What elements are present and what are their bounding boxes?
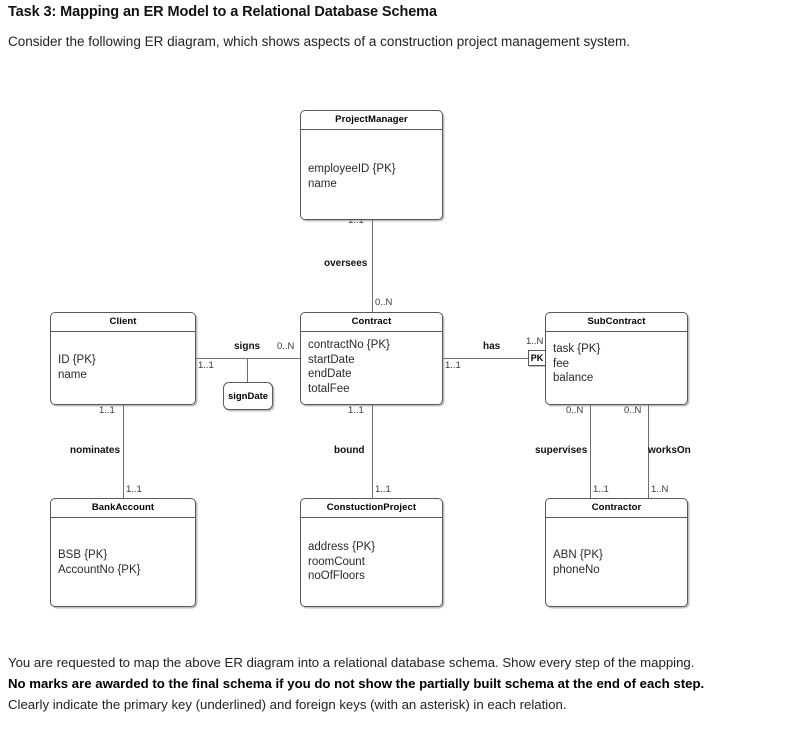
attribute-subcontract-2: balance [553,372,594,384]
relationship-label-has: has [483,341,501,352]
cardinality-nominates-to: 1..1 [126,484,142,495]
attribute-bankaccount-1: AccountNo {PK} [58,563,141,576]
cardinality-signs-to: 0..N [277,341,295,352]
connector-signdate [247,358,248,382]
entity-title-client: Client [51,313,195,332]
entity-constuctionproject[interactable]: ConstuctionProject address {PK} roomCoun… [300,498,443,607]
relationship-label-supervises: supervises [535,445,588,456]
cardinality-oversees-from: 1..1 [348,215,364,226]
relationship-label-nominates: nominates [70,445,121,456]
footer-line-3: Clearly indicate the primary key (underl… [8,697,567,712]
entity-title-bankaccount: BankAccount [51,499,195,518]
attribute-contractor-1: phoneNo [553,563,600,576]
entity-projectmanager[interactable]: ProjectManager employeeID {PK} name [300,110,443,220]
connector-workson [648,405,649,498]
entity-subcontract[interactable]: SubContract task {PK} fee balance [545,312,688,405]
intro-paragraph: Consider the following ER diagram, which… [8,34,631,49]
entity-title-constuctionproject: ConstuctionProject [301,499,442,518]
cardinality-oversees-to: 0..N [375,297,393,308]
cardinality-has-to: 1..N [526,336,544,347]
connector-supervises [590,405,591,498]
entity-client[interactable]: Client ID {PK} name [50,312,196,405]
attribute-subcontract-0: task {PK} [553,343,601,355]
attribute-contract-3: totalFee [308,382,350,395]
entity-title-contractor: Contractor [546,499,687,518]
connector-nominates [123,405,124,498]
entity-contractor[interactable]: Contractor ABN {PK} phoneNo [545,498,688,607]
footer-line-2: No marks are awarded to the final schema… [8,676,705,691]
page-title: Task 3: Mapping an ER Model to a Relatio… [8,4,437,20]
attribute-contractor-0: ABN {PK} [553,549,603,561]
attribute-contract-0: contractNo {PK} [308,339,390,351]
connector-has [443,358,528,359]
attribute-subcontract-1: fee [553,357,569,370]
attribute-projectmanager-1: name [308,177,337,190]
pk-marker-box: PK [528,350,546,366]
relationship-label-workson: worksOn [648,445,691,456]
entity-contract[interactable]: Contract contractNo {PK} startDate endDa… [300,312,443,405]
footer-instructions: You are requested to map the above ER di… [8,652,788,715]
relationship-label-signs: signs [234,341,261,352]
attribute-bankaccount-0: BSB {PK} [58,549,108,561]
attribute-projectmanager-0: employeeID {PK} [308,163,396,175]
relationship-label-bound: bound [334,445,365,456]
attribute-constuctionproject-2: noOfFloors [308,570,365,582]
cardinality-workson-from: 0..N [624,405,642,416]
attribute-client-0: ID {PK} [58,354,96,366]
cardinality-bound-from: 1..1 [348,405,364,416]
entity-title-projectmanager: ProjectManager [301,111,442,130]
connector-oversees [372,220,373,312]
attribute-signdate: signDate [223,382,273,410]
cardinality-bound-to: 1..1 [375,484,391,495]
attribute-client-1: name [58,368,87,381]
footer-line-1: You are requested to map the above ER di… [8,655,695,670]
entity-bankaccount[interactable]: BankAccount BSB {PK} AccountNo {PK} [50,498,196,607]
entity-title-contract: Contract [301,313,442,332]
connector-bound [372,405,373,498]
cardinality-has-from: 1..1 [445,360,461,371]
entity-title-subcontract: SubContract [546,313,687,332]
connector-signs [196,358,300,359]
attribute-constuctionproject-1: roomCount [308,555,365,568]
attribute-constuctionproject-0: address {PK} [308,541,376,553]
attribute-contract-1: startDate [308,353,355,366]
cardinality-supervises-to: 1..1 [593,484,609,495]
cardinality-supervises-from: 0..N [566,405,584,416]
cardinality-workson-to: 1..N [651,484,669,495]
relationship-label-oversees: oversees [324,258,368,269]
attribute-contract-2: endDate [308,368,352,380]
cardinality-signs-from: 1..1 [198,360,214,371]
cardinality-nominates-from: 1..1 [99,405,115,416]
